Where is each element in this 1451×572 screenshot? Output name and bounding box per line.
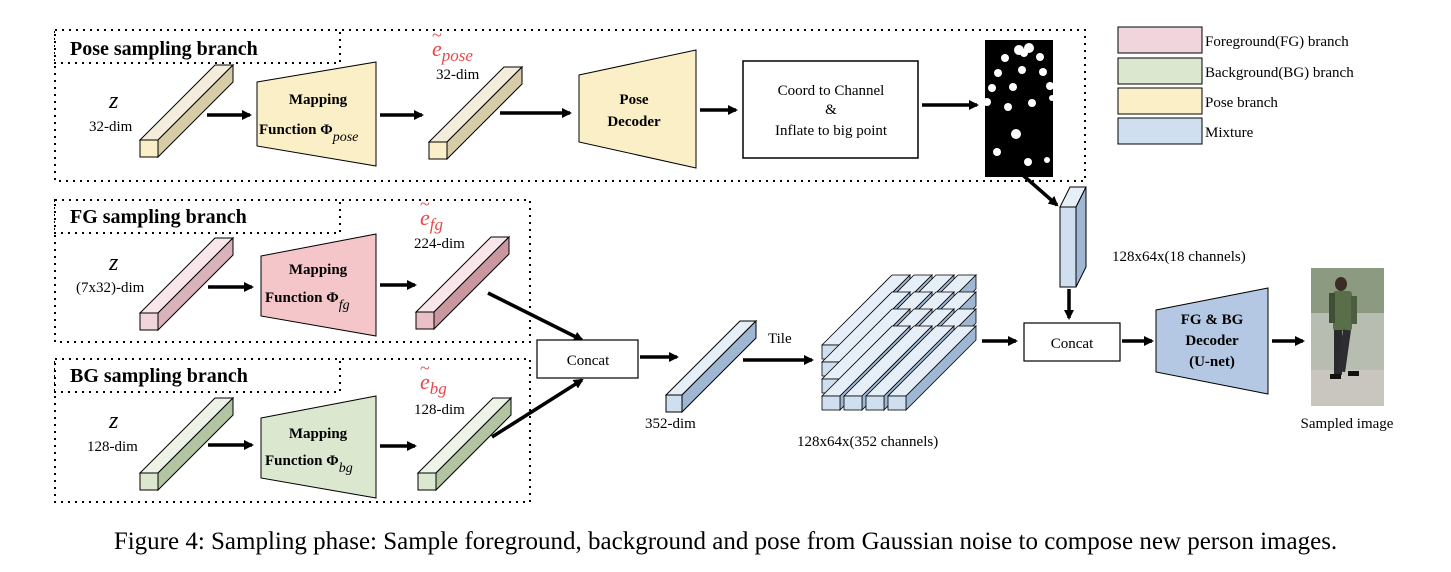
bg-branch: BG sampling branch z 128-dim Mapping Fun… (54, 358, 584, 503)
bg-embedding-vector (416, 396, 513, 492)
tensor-label: 128x64x(352 channels) (797, 434, 938, 450)
tensor-slab-front (821, 395, 841, 411)
pose-branch: Pose sampling branch z 32-dim Mapping Fu… (54, 25, 1086, 207)
legend-label-mixture: Mixture (1205, 125, 1254, 141)
svg-text:Function Φpose: Function Φpose (259, 122, 358, 145)
fg-z-dim: (7x32)-dim (76, 280, 145, 296)
bg-emb-sub: bg (430, 379, 447, 398)
pose-emb-dim: 32-dim (436, 67, 480, 83)
tensor-slab-front (887, 395, 907, 411)
pose-branch-title-frame (54, 29, 341, 64)
fg-z-vector (138, 236, 235, 332)
vector-dim-label: 352-dim (645, 416, 696, 432)
svg-text:Function Φbg: Function Φbg (265, 453, 353, 476)
fg-mapping-function: Mapping Function Φfg (260, 233, 377, 337)
fg-emb-dim: 224-dim (414, 236, 465, 252)
legend-swatch-mixture (1117, 117, 1203, 145)
bg-mapping-line1: Mapping (289, 426, 348, 442)
fg-branch-frame (54, 199, 531, 343)
pose-emb-main: e (432, 36, 442, 61)
fg-bg-decoder: FG & BG Decoder (U-net) (1155, 287, 1269, 395)
figure-caption: Figure 4: Sampling phase: Sample foregro… (113, 528, 1338, 555)
svg-text:Function Φfg: Function Φfg (265, 290, 350, 313)
pose-branch-frame (54, 29, 1086, 182)
fg-embedding-vector (414, 235, 511, 331)
legend-swatch-fg (1117, 26, 1203, 54)
fg-emb-sub: fg (430, 215, 443, 234)
pose-channels-block (1059, 186, 1087, 288)
bg-to-concat-arrow (491, 378, 584, 439)
pose-z-dim: 32-dim (89, 119, 133, 135)
pose-embedding-vector (427, 65, 524, 161)
pose-mapping-sub: pose (332, 130, 359, 145)
pose-mapping-line1: Mapping (289, 92, 348, 108)
legend-swatch-pose (1117, 87, 1203, 115)
sampled-person-image (1311, 268, 1384, 406)
decoder-line3: (U-net) (1189, 354, 1235, 370)
bg-branch-title: BG sampling branch (70, 365, 248, 387)
fg-branch-title: FG sampling branch (70, 206, 247, 228)
concat-2: Concat (1023, 322, 1121, 362)
fg-emb-main: e (420, 205, 430, 230)
bg-mapping-function: Mapping Function Φbg (260, 395, 377, 499)
tensor-slab-front (843, 395, 863, 411)
fg-z-label: z (108, 250, 119, 276)
legend-label-pose: Pose branch (1205, 95, 1278, 111)
decoder-line2: Decoder (1185, 333, 1239, 349)
bg-emb-tilde: ~ (420, 358, 430, 378)
pose-emb-tilde: ~ (432, 25, 442, 45)
fg-embedding-label: efg (420, 205, 443, 234)
legend-label-fg: Foreground(FG) branch (1205, 34, 1349, 50)
coord-to-channel-box: Coord to Channel & Inflate to big point (742, 60, 919, 159)
legend-swatch-bg (1117, 57, 1203, 85)
coord-line1: Coord to Channel (778, 83, 885, 99)
bg-mapping-line2: Function Φ (265, 453, 339, 469)
channels-label: 128x64x(18 channels) (1112, 249, 1246, 265)
bg-emb-dim: 128-dim (414, 402, 465, 418)
fg-mapping-line2: Function Φ (265, 290, 339, 306)
coord-line2: & (825, 102, 837, 118)
pose-heatmap-image (983, 40, 1055, 177)
bg-z-dim: 128-dim (87, 439, 138, 455)
legend-label-bg: Background(BG) branch (1205, 65, 1354, 81)
fg-branch: FG sampling branch z (7x32)-dim Mapping … (54, 194, 584, 343)
fg-to-concat-arrow (487, 291, 584, 342)
decoder-line1: FG & BG (1181, 312, 1244, 328)
pose-decoder-line2: Decoder (607, 114, 661, 130)
pose-decoder: Pose Decoder (578, 49, 697, 169)
pose-z-label: z (108, 88, 119, 114)
coord-line3: Inflate to big point (775, 123, 888, 139)
pose-embedding-label: epose (432, 36, 473, 65)
concat-2-label: Concat (1051, 336, 1094, 352)
fg-branch-title-frame (54, 199, 341, 234)
bg-z-vector (138, 396, 235, 492)
sampled-image-label: Sampled image (1301, 416, 1394, 432)
pose-mapping-line2: Function Φ (259, 122, 333, 138)
fg-emb-tilde: ~ (420, 194, 430, 214)
bg-embedding-label: ebg (420, 369, 447, 398)
pose-mapping-function: Mapping Function Φpose (256, 61, 377, 167)
sampling-phase-diagram: Pose sampling branch z 32-dim Mapping Fu… (54, 25, 1394, 503)
legend: Foreground(FG) branch Background(BG) bra… (1117, 26, 1354, 145)
tensor-slab-front (865, 395, 885, 411)
bg-z-label: z (108, 408, 119, 434)
fg-mapping-line1: Mapping (289, 262, 348, 278)
bg-branch-frame (54, 358, 531, 503)
pose-emb-sub: pose (441, 46, 474, 65)
bg-branch-title-frame (54, 358, 341, 393)
fg-mapping-sub: fg (339, 298, 350, 313)
concat-1: Concat (536, 339, 639, 379)
bg-mapping-sub: bg (339, 461, 353, 476)
pose-branch-title: Pose sampling branch (70, 38, 258, 60)
tile-label: Tile (768, 331, 792, 347)
bg-emb-main: e (420, 369, 430, 394)
mixed-352-vector (664, 319, 758, 414)
concat-1-label: Concat (567, 353, 610, 369)
pose-decoder-line1: Pose (619, 92, 649, 108)
pose-z-vector (138, 63, 235, 159)
heatmap-to-channels-arrow (1015, 168, 1059, 207)
tiled-tensor (821, 274, 977, 411)
